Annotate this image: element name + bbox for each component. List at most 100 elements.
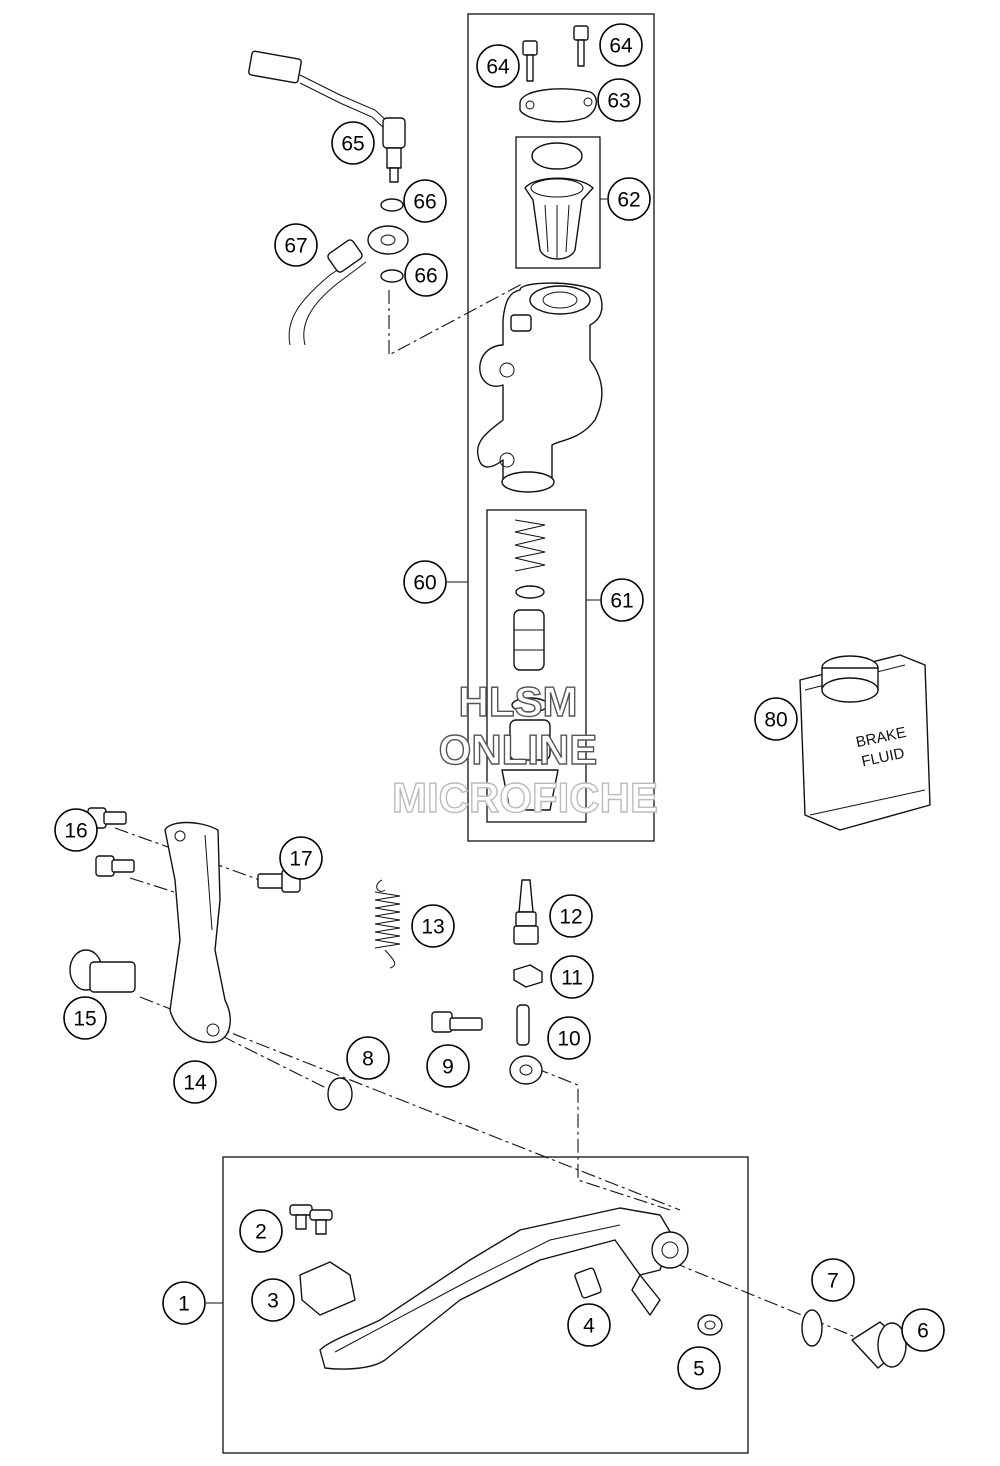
callout-circle — [403, 560, 447, 604]
brake-line-67 — [288, 225, 409, 346]
callout-15: 15 — [63, 996, 107, 1040]
callout-16: 16 — [54, 808, 98, 852]
callout-number: 3 — [267, 1290, 279, 1313]
callout-circle — [331, 121, 375, 165]
callout-circle — [404, 253, 448, 297]
brake-fluid-can-80: BRAKE FLUID — [799, 654, 931, 831]
callout-number: 14 — [183, 1072, 207, 1095]
master-cylinder-group-box — [467, 13, 655, 842]
brake-pedal-group-box — [222, 1156, 749, 1454]
spacer-sleeve-15 — [69, 949, 136, 993]
banjo-fitting-10 — [509, 1004, 543, 1085]
callout-number: 15 — [73, 1008, 96, 1031]
callout-number: 9 — [442, 1056, 454, 1079]
callout-number: 17 — [289, 848, 312, 871]
callout-circle — [600, 578, 644, 622]
callout-60: 60 — [403, 560, 447, 604]
callout-14: 14 — [173, 1060, 217, 1104]
callout-80: 80 — [754, 697, 798, 741]
callout-66a: 66 — [403, 179, 447, 223]
callout-number: 8 — [362, 1048, 374, 1071]
callout-number: 66 — [413, 191, 436, 214]
callout-circle — [811, 1258, 855, 1302]
o-ring-8 — [327, 1077, 353, 1111]
callout-63: 63 — [597, 78, 641, 122]
callout-number: 64 — [486, 56, 510, 79]
callout-circle — [597, 78, 641, 122]
callout-circle — [251, 1278, 295, 1322]
brake-light-switch-65 — [248, 50, 406, 183]
callout-circle — [476, 44, 520, 88]
return-spring-13 — [374, 879, 401, 969]
callout-number: 64 — [609, 35, 633, 58]
callout-circle — [403, 179, 447, 223]
callout-5: 5 — [677, 1346, 721, 1390]
callout-62: 62 — [607, 177, 651, 221]
callout-3: 3 — [251, 1278, 295, 1322]
callout-number: 11 — [561, 967, 583, 990]
brake-pedal-1 — [319, 1207, 689, 1370]
callout-number: 80 — [764, 709, 787, 732]
callout-circle — [162, 1281, 206, 1325]
callout-number: 2 — [255, 1221, 267, 1244]
callout-circle — [549, 894, 593, 938]
callout-number: 1 — [178, 1293, 190, 1316]
callout-number: 66 — [414, 265, 437, 288]
callout-17: 17 — [279, 836, 323, 880]
screw-plug-6 — [851, 1321, 907, 1369]
callout-number: 7 — [827, 1270, 839, 1293]
svg-text:HLSM: HLSM — [459, 678, 578, 725]
master-cylinder-body-60 — [476, 282, 603, 493]
callout-8: 8 — [346, 1036, 390, 1080]
callout-circle — [279, 836, 323, 880]
callout-64b: 64 — [599, 23, 643, 67]
callout-circle — [599, 23, 643, 67]
callout-circle — [63, 996, 107, 1040]
callout-6: 6 — [901, 1308, 945, 1352]
callout-66b: 66 — [404, 253, 448, 297]
callout-13: 13 — [411, 904, 455, 948]
callout-10: 10 — [547, 1016, 591, 1060]
callout-7: 7 — [811, 1258, 855, 1302]
callout-circle — [754, 697, 798, 741]
callout-circle — [550, 955, 594, 999]
callout-2: 2 — [239, 1209, 283, 1253]
o-ring-7 — [801, 1309, 823, 1347]
callout-number: 63 — [607, 90, 630, 113]
banjo-bolt-9 — [431, 1011, 483, 1033]
callout-number: 10 — [557, 1028, 580, 1051]
callout-circle — [346, 1036, 390, 1080]
callout-number: 6 — [917, 1320, 929, 1343]
callout-64a: 64 — [476, 44, 520, 88]
callout-4: 4 — [567, 1303, 611, 1347]
callout-number: 61 — [610, 590, 633, 613]
callout-number: 12 — [559, 906, 582, 929]
screw-64-left — [522, 40, 538, 82]
screws-2 — [289, 1204, 333, 1235]
callout-number: 5 — [693, 1358, 705, 1381]
callout-circle — [239, 1209, 283, 1253]
callout-61: 61 — [600, 578, 644, 622]
callout-circle — [567, 1303, 611, 1347]
reservoir-group-box — [515, 136, 601, 269]
step-plate-3 — [299, 1261, 356, 1316]
bracket-14 — [164, 821, 231, 1044]
callout-circle — [547, 1016, 591, 1060]
watermark: HLSM ONLINE MICROFICHE — [391, 677, 658, 821]
callout-circle — [54, 808, 98, 852]
callout-number: 60 — [413, 572, 436, 595]
callout-67: 67 — [274, 223, 318, 267]
callout-11: 11 — [550, 955, 594, 999]
callout-number: 13 — [421, 916, 444, 939]
callout-65: 65 — [331, 121, 375, 165]
callout-circle — [411, 904, 455, 948]
svg-text:MICROFICHE: MICROFICHE — [392, 774, 658, 821]
callout-circle — [677, 1346, 721, 1390]
screw-64-right — [573, 25, 589, 67]
callout-circle — [426, 1044, 470, 1088]
callout-12: 12 — [549, 894, 593, 938]
hex-nut-11 — [513, 964, 543, 988]
adapter-fitting-12 — [513, 879, 539, 945]
